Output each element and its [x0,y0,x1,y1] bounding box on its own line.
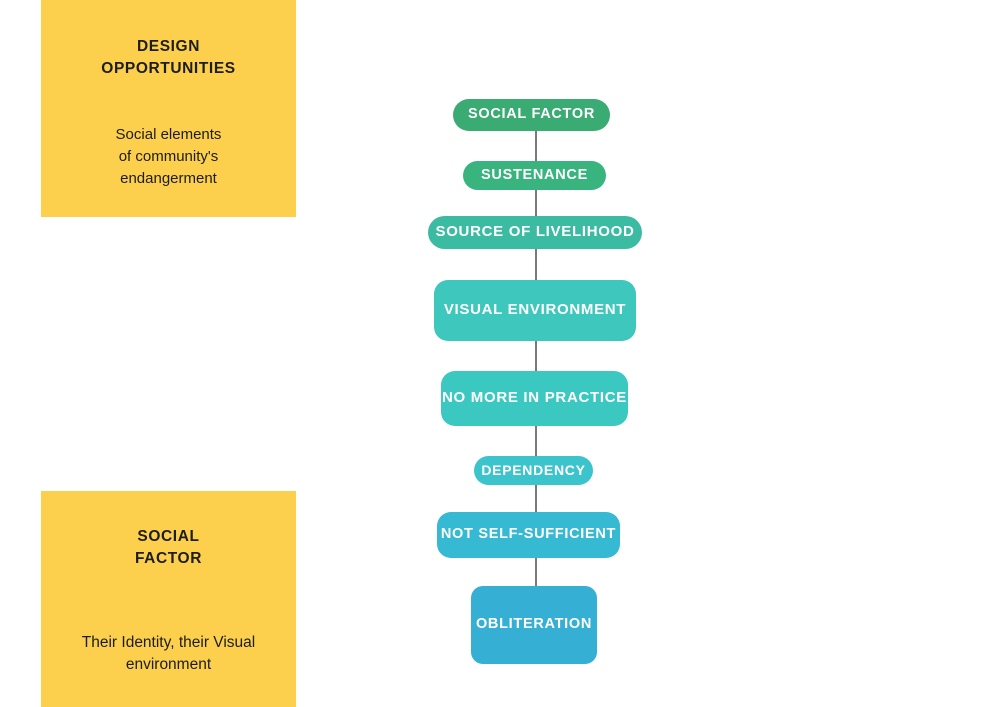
panel-body: Their Identity, their Visual environment [81,634,256,674]
flow-node[interactable]: DEPENDENCY [474,456,593,485]
panel-title: DESIGN OPPORTUNITIES [101,38,236,77]
flow-node[interactable]: SOURCE OF LIVELIHOOD [428,216,642,249]
flow-connector [535,190,537,216]
flow-node[interactable]: NO MORE IN PRACTICE [441,371,628,426]
flow-node[interactable]: VISUAL ENVIRONMENT [434,280,636,341]
flow-node[interactable]: OBLITERATION [471,586,597,664]
panel-title: SOCIAL FACTOR [134,528,203,567]
panel-body: Social elements of community's endangerm… [115,126,222,187]
flow-connector [535,131,537,161]
panel-design-opportunities: DESIGN OPPORTUNITIES Social elements of … [41,0,296,217]
flow-connector [535,249,537,280]
flow-node[interactable]: NOT SELF-SUFFICIENT [437,512,620,558]
flow-connector [535,341,537,371]
flow-node[interactable]: SUSTENANCE [463,161,606,190]
panel-social-factor: SOCIAL FACTOR Their Identity, their Visu… [41,491,296,707]
flow-connector [535,485,537,512]
flow-node[interactable]: SOCIAL FACTOR [453,99,610,131]
flow-connector [535,426,537,456]
flow-connector [535,558,537,586]
